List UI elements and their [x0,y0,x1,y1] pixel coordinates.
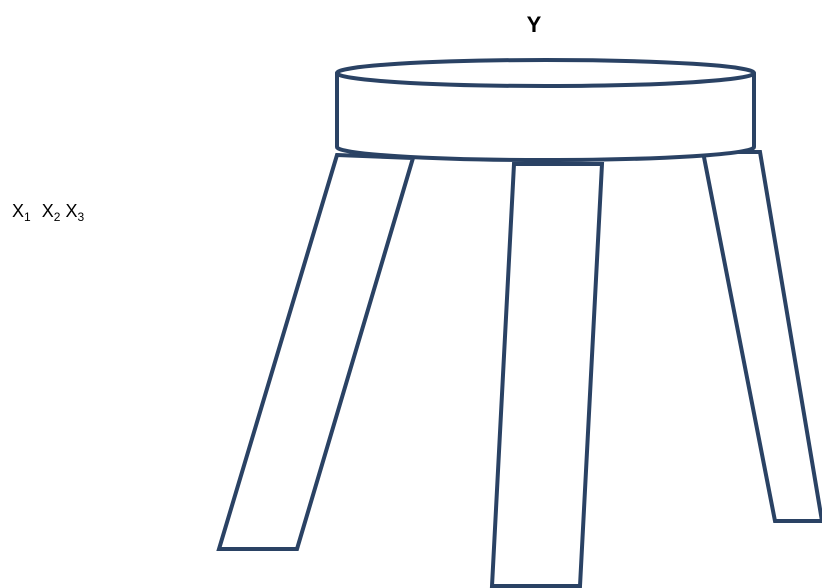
leg-left [219,155,413,549]
stool-legs [219,152,822,586]
leg-label-x1: X1 [12,201,36,225]
leg-label-x3: X3 [65,201,84,224]
leg-middle [492,164,602,586]
leg-labels: X1 X2 X3 [12,201,84,225]
leg-label-x2: X2 [42,201,66,225]
seat-label: Y [527,12,542,37]
seat-top [337,60,754,86]
stool-seat [337,60,754,160]
leg-right [703,152,822,521]
